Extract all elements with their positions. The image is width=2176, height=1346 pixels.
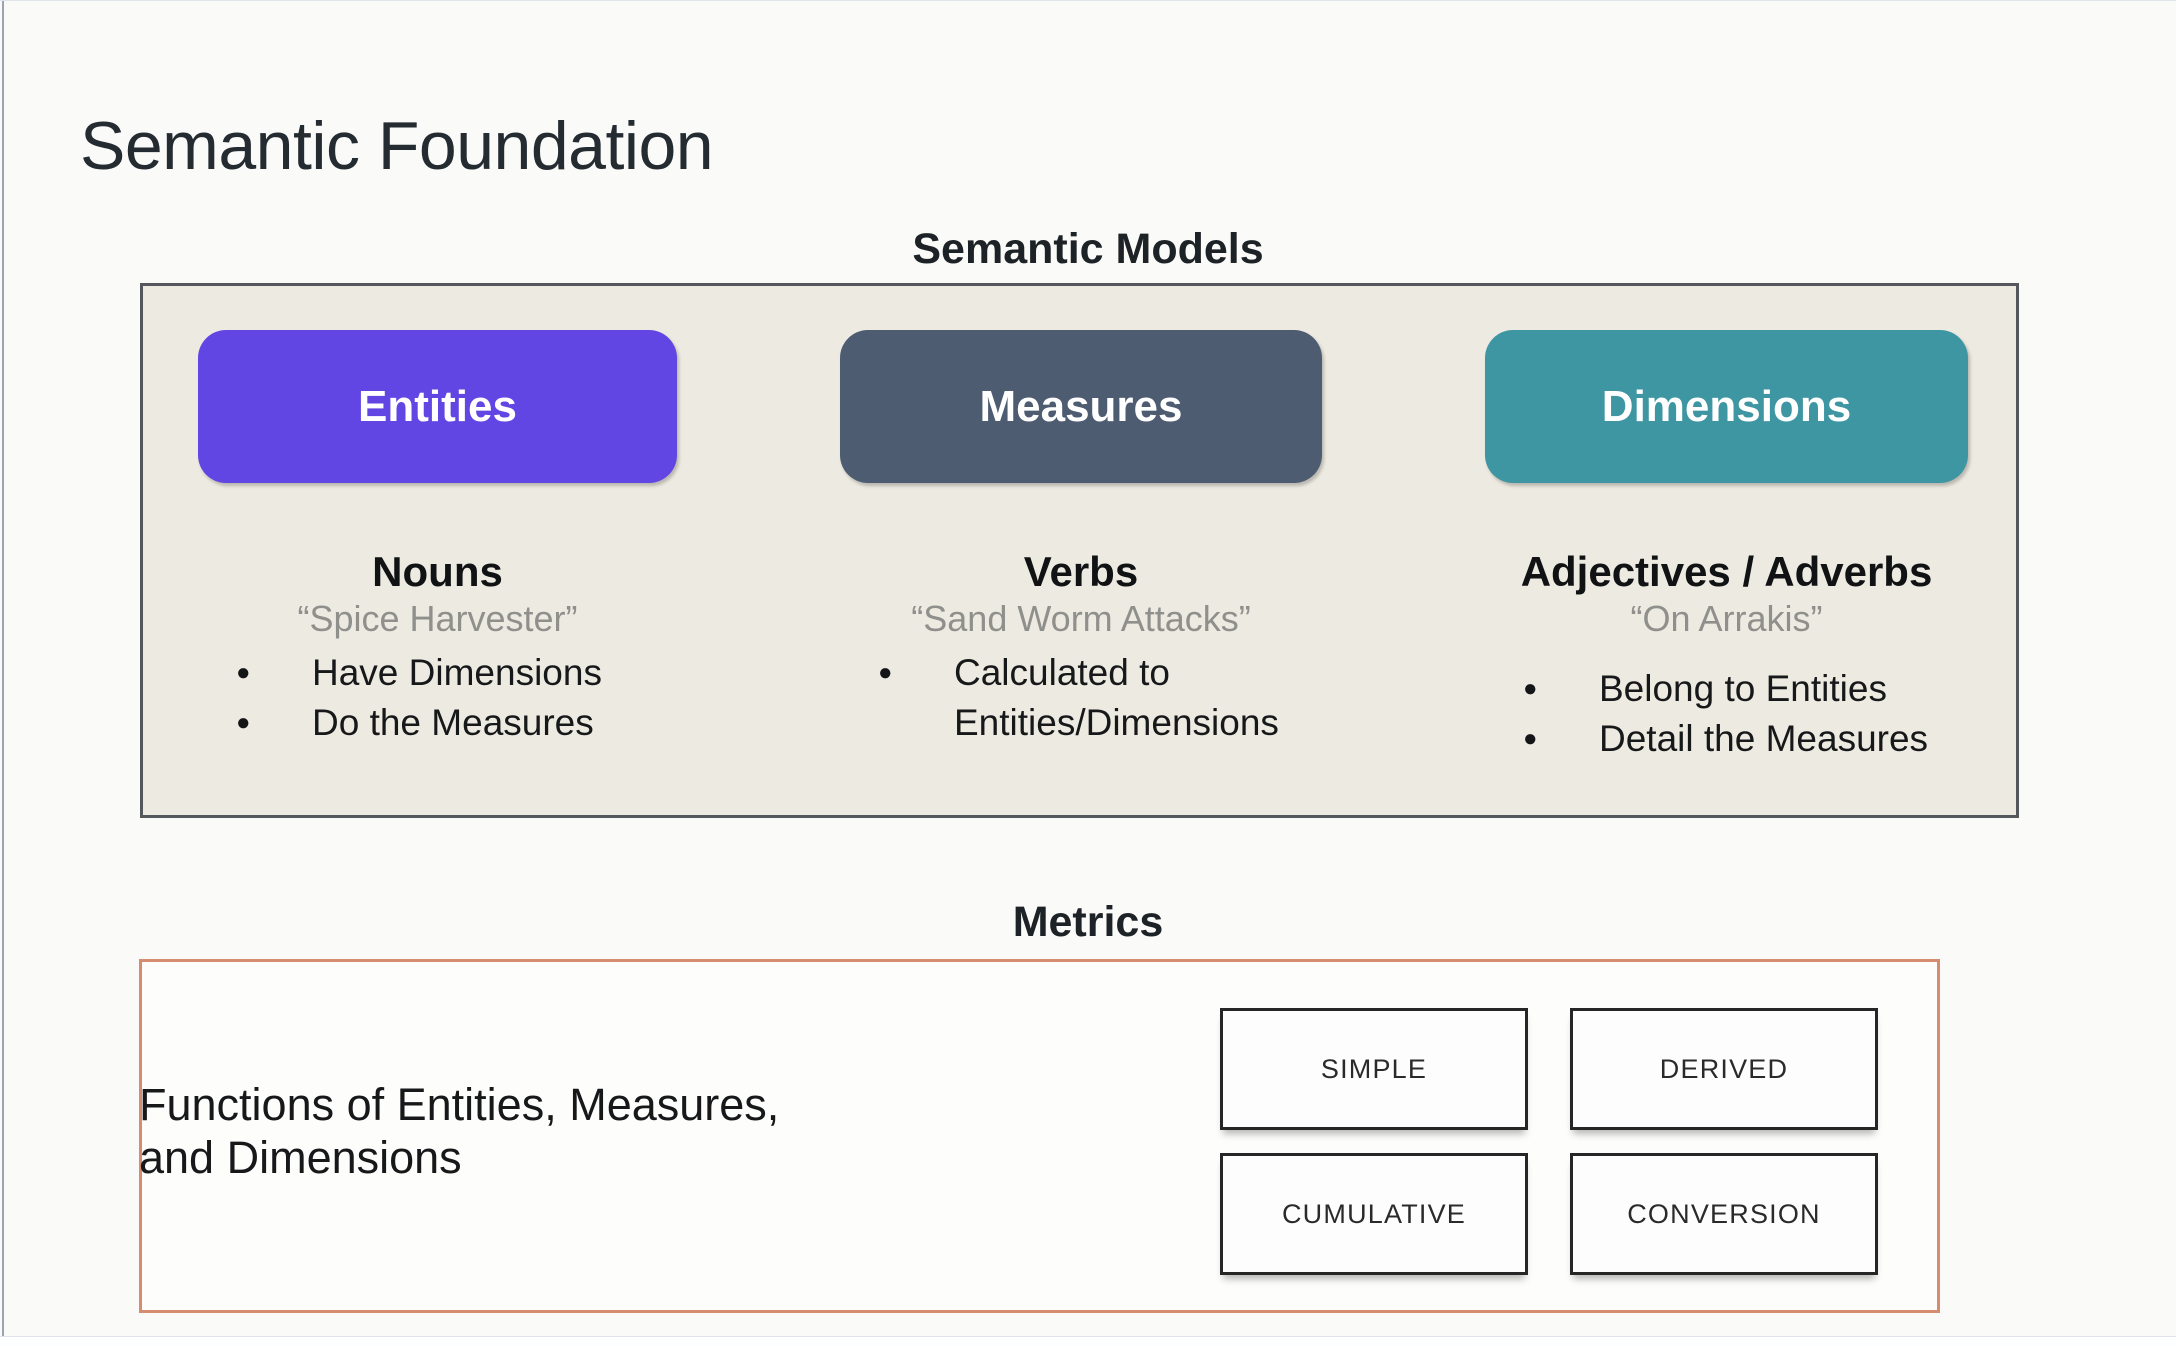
measures-pill: Measures bbox=[840, 330, 1322, 483]
metrics-panel: SIMPLE DERIVED CUMULATIVE CONVERSION bbox=[139, 959, 1940, 1313]
dimensions-role-label: Adjectives / Adverbs bbox=[1520, 548, 1933, 595]
metric-type-cumulative: CUMULATIVE bbox=[1220, 1153, 1528, 1275]
dimensions-example-quote: “On Arrakis” bbox=[1630, 598, 1823, 639]
bullet-item: Belong to Entities bbox=[1523, 664, 1968, 714]
measures-example-quote: “Sand Worm Attacks” bbox=[911, 598, 1251, 639]
window-bottom-edge bbox=[0, 1336, 2176, 1346]
bullet-item: Do the Measures bbox=[236, 698, 677, 748]
dimensions-pill: Dimensions bbox=[1485, 330, 1968, 483]
entities-bullet-list: Have Dimensions Do the Measures bbox=[198, 648, 677, 748]
metrics-description-line1: Functions of Entities, Measures, bbox=[139, 1079, 780, 1130]
window-left-edge bbox=[2, 0, 4, 1346]
metric-type-simple: SIMPLE bbox=[1220, 1008, 1528, 1130]
metrics-description: Functions of Entities, Measures, and Dim… bbox=[139, 1078, 899, 1184]
measures-bullet-list: Calculated to Entities/Dimensions bbox=[840, 648, 1322, 748]
entities-example-quote: “Spice Harvester” bbox=[297, 598, 578, 639]
window-top-edge bbox=[0, 0, 2176, 1]
bullet-item: Detail the Measures bbox=[1523, 714, 1968, 764]
slide-title: Semantic Foundation bbox=[80, 107, 714, 184]
metric-type-derived: DERIVED bbox=[1570, 1008, 1878, 1130]
dimensions-bullet-list: Belong to Entities Detail the Measures bbox=[1485, 664, 1968, 764]
entities-pill: Entities bbox=[198, 330, 677, 483]
measures-role-label: Verbs bbox=[1023, 548, 1139, 595]
bullet-item: Calculated to Entities/Dimensions bbox=[878, 648, 1322, 748]
metric-type-conversion: CONVERSION bbox=[1570, 1153, 1878, 1275]
entities-role-label: Nouns bbox=[372, 548, 503, 595]
metrics-heading: Metrics bbox=[1012, 898, 1164, 946]
semantic-models-heading: Semantic Models bbox=[912, 225, 1264, 273]
bullet-item: Have Dimensions bbox=[236, 648, 677, 698]
metrics-description-line2: and Dimensions bbox=[139, 1132, 462, 1183]
